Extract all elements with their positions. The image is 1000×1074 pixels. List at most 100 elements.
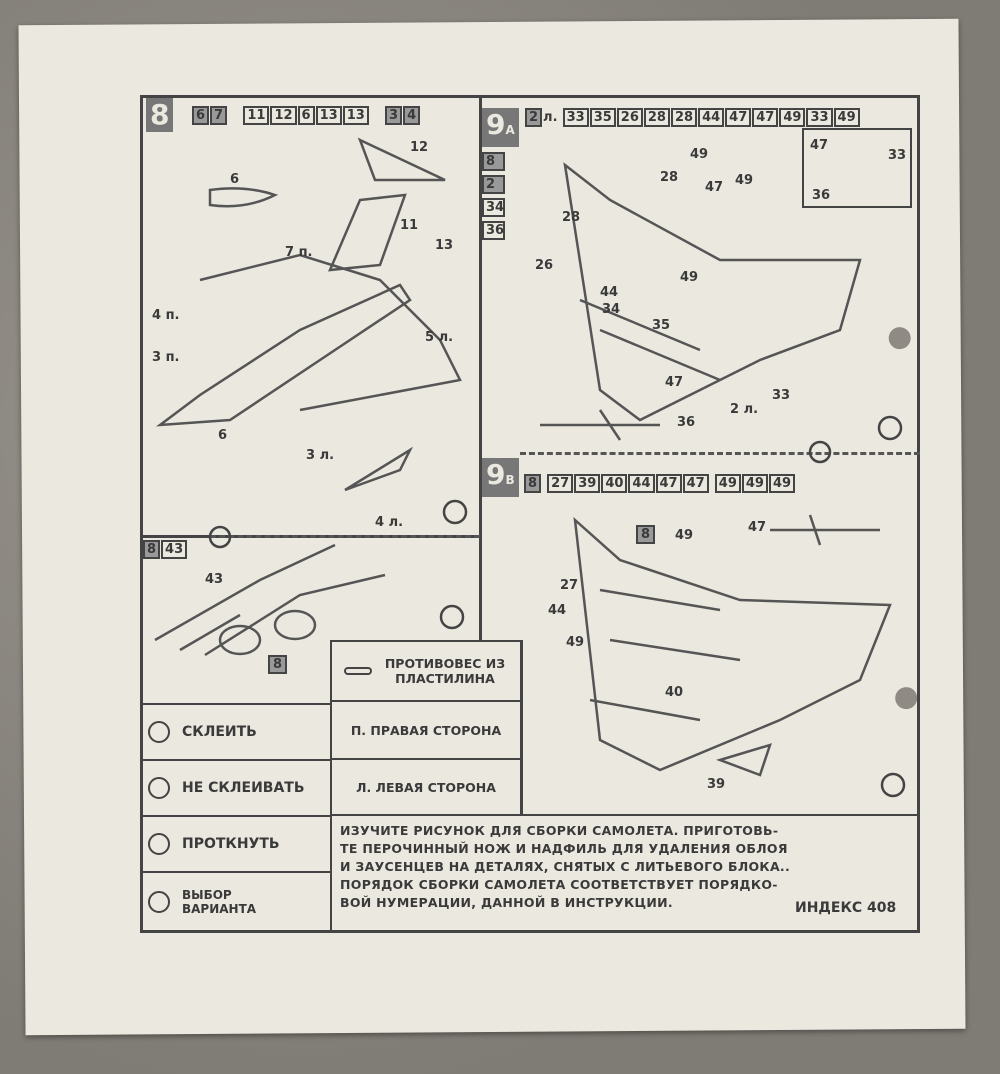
- part-chip: 49: [741, 474, 768, 493]
- callout: 13: [435, 238, 454, 253]
- callout: 36: [677, 415, 696, 430]
- callout: 6: [218, 428, 228, 443]
- part-chip: 26: [616, 108, 643, 127]
- part-chip: 2: [525, 108, 543, 127]
- divider: [479, 95, 482, 640]
- step-9a-number: 9А: [482, 108, 519, 147]
- part-chip: 49: [833, 108, 860, 127]
- callout: 2 л.: [730, 402, 759, 417]
- pierce-icon: [148, 833, 170, 855]
- instruction-line: ТЕ ПЕРОЧИННЫЙ НОЖ И НАДФИЛЬ ДЛЯ УДАЛЕНИЯ…: [340, 841, 788, 856]
- callout: 3 л.: [306, 448, 335, 463]
- part-chip: 6: [192, 106, 210, 125]
- detail-inset: [802, 128, 912, 208]
- callout: 44: [600, 285, 619, 300]
- callout: 4 п.: [152, 308, 180, 323]
- callout: 11: [400, 218, 419, 233]
- callout: 7 п.: [285, 245, 313, 260]
- part-chip: 49: [768, 474, 796, 493]
- part-chip: 33: [562, 108, 589, 127]
- instruction-line: ИЗУЧИТЕ РИСУНОК ДЛЯ СБОРКИ САМОЛЕТА. ПРИ…: [340, 823, 779, 838]
- part-chip: 49: [714, 474, 741, 493]
- part-chip: 47: [682, 474, 709, 493]
- callout: 49: [566, 635, 585, 650]
- part-chip: 47: [752, 108, 779, 127]
- part-chip: 28: [643, 108, 670, 127]
- callout: 28: [660, 170, 679, 185]
- dashed-divider: [520, 452, 920, 455]
- callout: 4 л.: [375, 515, 404, 530]
- callout: 5 л.: [425, 330, 454, 345]
- instructions-box: [330, 814, 920, 933]
- part-chip: 47: [725, 108, 752, 127]
- callout: 6: [230, 172, 240, 187]
- index-label: ИНДЕКС 408: [795, 900, 897, 916]
- legend-pierce: ПРОТКНУТЬ: [140, 815, 332, 873]
- instruction-line: И ЗАУСЕНЦЕВ НА ДЕТАЛЯХ, СНЯТЫХ С ЛИТЬЕВО…: [340, 859, 791, 874]
- callout: 34: [602, 302, 621, 317]
- callout: 44: [548, 603, 567, 618]
- part-chip: 3: [385, 106, 403, 125]
- part-chip: 13: [342, 106, 369, 125]
- callout: 8: [636, 525, 656, 544]
- callout: 33: [772, 388, 791, 403]
- glue-icon: [148, 721, 170, 743]
- part-chip: 36: [482, 221, 505, 240]
- legend-glue: СКЛЕИТЬ: [140, 703, 332, 761]
- part-chip: 44: [628, 474, 655, 493]
- part-chip: 27: [547, 474, 574, 493]
- part-chip: 6: [297, 106, 315, 125]
- aircraft-step-9a: [540, 162, 862, 441]
- callout: 49: [690, 147, 709, 162]
- part-chip: 49: [779, 108, 806, 127]
- callout: 26: [535, 258, 554, 273]
- glue-icons: [208, 415, 906, 798]
- callout: 27: [560, 578, 579, 593]
- part-chip: 11: [243, 106, 270, 125]
- legend-no-glue: НЕ СКЛЕИВАТЬ: [140, 759, 332, 817]
- callout: 47: [810, 138, 829, 153]
- legend-choice: ВЫБОР ВАРИАНТА: [140, 871, 332, 933]
- legend-counterweight: ПРОТИВОВЕС ИЗ ПЛАСТИЛИНА: [330, 640, 522, 702]
- callout: 33: [888, 148, 907, 163]
- part-chip: 13: [315, 106, 342, 125]
- part-chip: 4: [403, 106, 421, 125]
- instructions-text: ИЗУЧИТЕ РИСУНОК ДЛЯ СБОРКИ САМОЛЕТА. ПРИ…: [340, 822, 910, 912]
- dashed-divider: [210, 535, 480, 538]
- part-chip: 35: [589, 108, 616, 127]
- callout: 3 п.: [152, 350, 180, 365]
- choice-icon: [148, 891, 170, 913]
- callout: 35: [652, 318, 671, 333]
- callout: 49: [675, 528, 694, 543]
- callout: 47: [705, 180, 724, 195]
- part-chip: 43: [161, 540, 188, 559]
- part-chip: 47: [655, 474, 682, 493]
- callout: 49: [680, 270, 699, 285]
- callout: 8: [268, 655, 288, 674]
- part-chip: 8: [482, 152, 505, 171]
- callout: 47: [748, 520, 767, 535]
- part-chip: 40: [601, 474, 628, 493]
- callout: 47: [665, 375, 684, 390]
- instruction-line: ПОРЯДОК СБОРКИ САМОЛЕТА СООТВЕТСТВУЕТ ПО…: [340, 877, 778, 892]
- aircraft-step-8-43: [154, 543, 386, 657]
- part-chip: 39: [574, 474, 601, 493]
- part-chip: 8: [524, 474, 542, 493]
- callout: 36: [812, 188, 831, 203]
- callout: 49: [735, 173, 754, 188]
- part-chip: 34: [482, 198, 505, 217]
- step-8-number: 8: [146, 98, 174, 132]
- part-chip: 7: [210, 106, 228, 125]
- aircraft-step-8: [155, 137, 462, 492]
- callout: 12: [410, 140, 429, 155]
- callout: 40: [665, 685, 684, 700]
- callout: 28: [562, 210, 581, 225]
- part-chip: 33: [806, 108, 833, 127]
- side-label: л.: [543, 110, 558, 125]
